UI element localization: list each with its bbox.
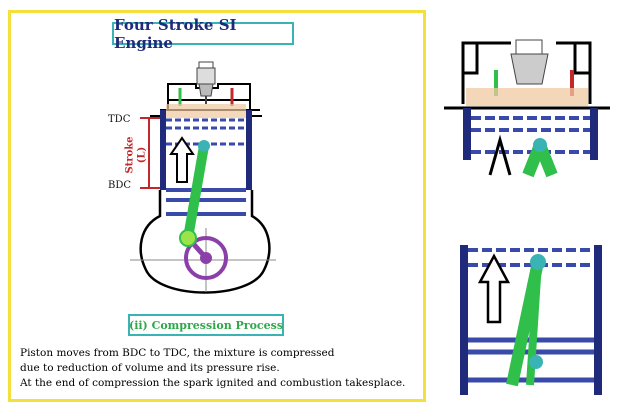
process-description: Piston moves from BDC to TDC, the mixtur… [20,346,420,391]
compressed-mixture [166,104,246,118]
crank-circle [184,236,228,280]
cylinder-walls [150,110,262,190]
diagram-panel [8,10,426,402]
description-line: At the end of compression the spark igni… [20,377,406,389]
process-title: (ii) Compression Process [128,314,284,336]
crankcase [139,190,271,294]
stroke-label: Stroke [124,136,136,174]
tdc-label: TDC [108,114,131,125]
zoom-bottom-view [460,245,602,395]
page-title: Four Stroke SI Engine [112,16,294,52]
description-line: Piston moves from BDC to TDC, the mixtur… [20,347,335,359]
up-arrow-icon [169,136,195,183]
stroke-symbol: (L) [136,146,148,164]
zoom-top-view [444,39,610,178]
spark-plug-icon [196,61,216,104]
bdc-label: BDC [108,180,132,191]
piston-bdc-position [166,188,246,216]
connecting-rod [183,141,209,243]
description-line: due to reduction of volume and its press… [20,362,280,374]
stroke-marker [140,117,160,189]
